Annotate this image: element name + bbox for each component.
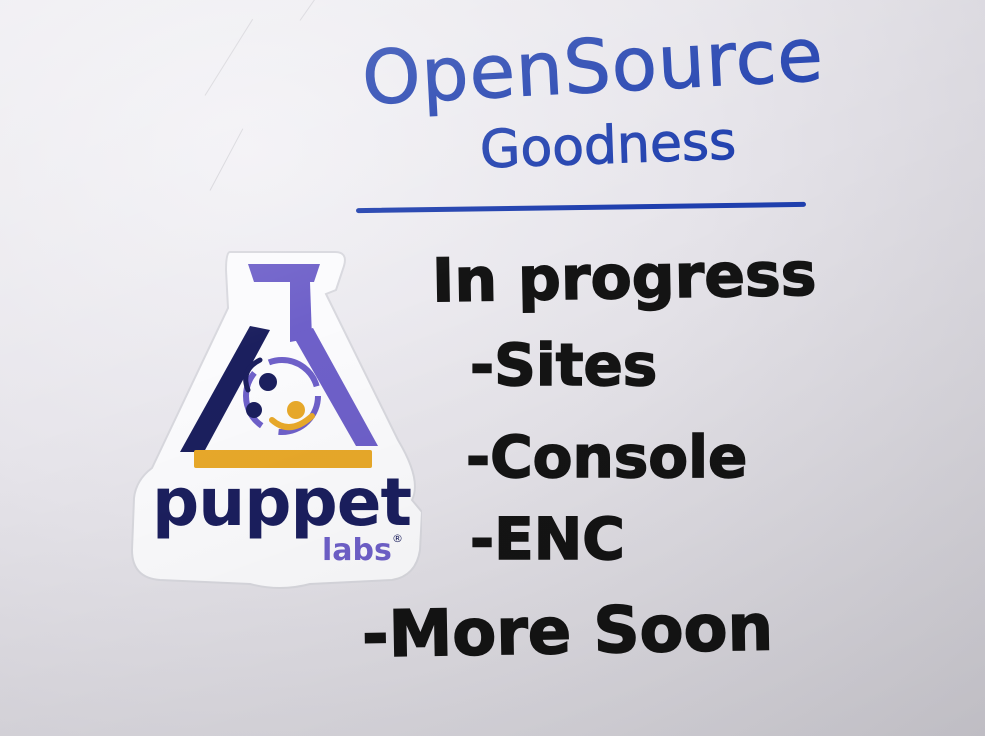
board-scratch [204,18,254,96]
item-more-soon: -More Soon [361,591,775,674]
title-goodness: Goodness [479,111,738,181]
puppet-labs-sticker: puppet labs ® [130,250,422,592]
item-in-progress: In progress [431,239,818,317]
sticker-subtitle: labs [322,533,392,568]
flask-logo-icon [130,251,422,589]
board-scratch [209,128,244,191]
item-enc: -ENC [469,505,625,573]
item-sites: -Sites [469,331,658,399]
registered-mark: ® [392,532,403,545]
item-console: -Console [465,423,748,491]
title-open-source: OpenSource [360,11,827,123]
title-underline [355,201,807,214]
sticker-wordmark: puppet [152,464,412,541]
board-scratch [299,0,324,21]
